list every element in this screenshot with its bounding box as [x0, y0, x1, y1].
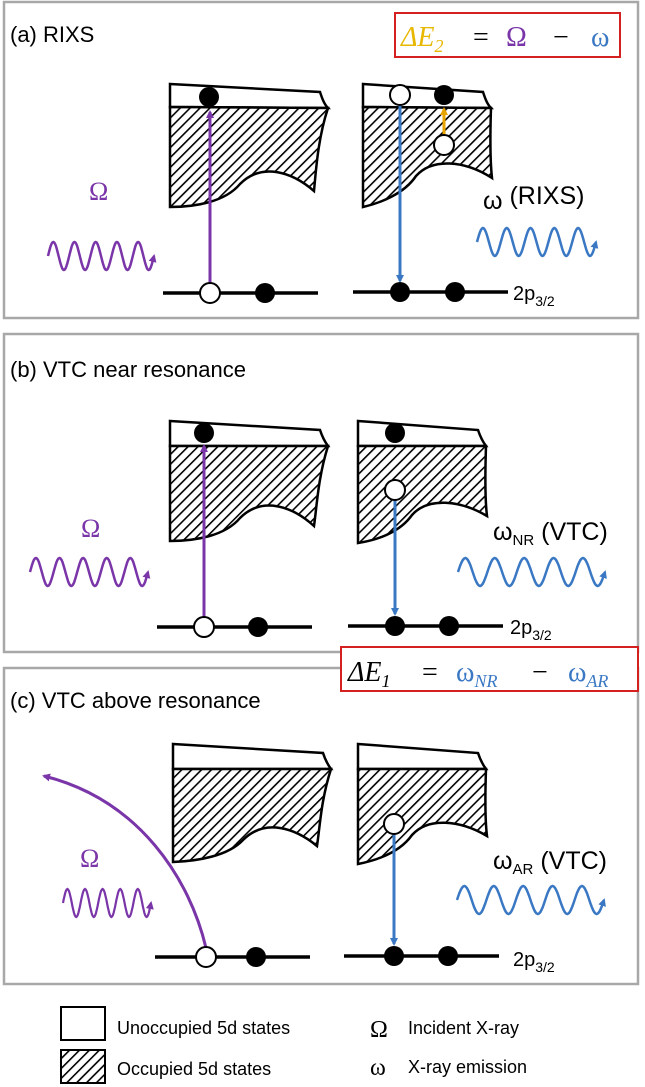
emission-label: ωAR (VTC)	[493, 847, 607, 878]
electron	[439, 616, 459, 636]
hole	[383, 813, 405, 835]
panel-frame	[2, 666, 640, 986]
electron	[390, 282, 410, 302]
emission-wave	[455, 884, 606, 916]
eq-minus: −	[553, 22, 569, 53]
band-right	[361, 82, 495, 209]
electron	[194, 423, 214, 443]
equation-delta-e1: ΔE1 = ωNR − ωAR	[340, 646, 639, 692]
incident-label: Ω	[80, 844, 99, 873]
panel-b: (b) VTC near resonance 2p3/2 Ω ωNR (VTC)	[2, 332, 640, 654]
legend-unoccupied: Unoccupied 5d states	[117, 1018, 290, 1038]
hole	[384, 479, 406, 501]
core-level-label: 2p3/2	[513, 283, 555, 309]
legend-emission: X-ray emission	[408, 1057, 527, 1077]
band-right	[356, 742, 489, 866]
incident-wave	[61, 887, 154, 919]
panel-c: (c) VTC above resonance ΔE1 = ωNR − ωAR …	[2, 646, 640, 986]
hole	[389, 84, 411, 106]
electron	[385, 423, 405, 443]
core-level-label: 2p3/2	[513, 949, 555, 975]
incident-wave	[46, 240, 157, 272]
emission-wave	[475, 226, 599, 258]
electron	[434, 85, 454, 105]
eq-delta: ΔE1	[347, 657, 391, 691]
band-left	[168, 419, 331, 543]
incident-label: Ω	[81, 514, 100, 543]
eq-omega-cap: Ω	[506, 22, 527, 53]
eq-omega-nr: ωNR	[456, 657, 497, 691]
emission-label: ω (RIXS)	[483, 182, 584, 215]
legend-incident: Incident X-ray	[408, 1018, 519, 1038]
emission-wave	[456, 556, 607, 588]
hole	[433, 134, 455, 156]
band-left	[171, 742, 334, 864]
band-left	[168, 82, 332, 209]
electron	[385, 616, 405, 636]
eq-delta: ΔE2	[400, 22, 444, 56]
electron	[255, 283, 275, 303]
eq-equals: =	[473, 22, 489, 53]
panel-label: (a) RIXS	[10, 22, 94, 47]
electron	[199, 87, 219, 107]
eq-minus: −	[532, 657, 548, 688]
hole	[195, 946, 217, 968]
unoccupied-swatch	[60, 1006, 106, 1041]
photoelectron-path	[42, 773, 208, 949]
incident-wave	[28, 556, 151, 588]
eq-equals: =	[422, 657, 438, 688]
core-level-label: 2p3/2	[510, 617, 552, 643]
band-right	[356, 419, 489, 545]
legend: Unoccupied 5d states Occupied 5d states …	[60, 1006, 527, 1084]
incident-label: Ω	[89, 177, 108, 206]
occupied-swatch	[60, 1049, 106, 1084]
legend-omega-cap: Ω	[370, 1017, 388, 1043]
legend-occupied: Occupied 5d states	[117, 1059, 271, 1079]
equation-delta-e2: ΔE2 = Ω − ω	[394, 12, 621, 58]
eq-omega: ω	[591, 22, 609, 53]
electron	[246, 947, 266, 967]
hole	[199, 282, 221, 304]
eq-omega-ar: ωAR	[568, 657, 608, 691]
panel-a: (a) RIXS ΔE2 = Ω − ω 2p3/2	[2, 0, 640, 320]
legend-omega: ω	[370, 1055, 386, 1081]
electron	[384, 946, 404, 966]
emission-label: ωNR (VTC)	[493, 518, 608, 549]
electron	[438, 946, 458, 966]
panel-label: (c) VTC above resonance	[10, 688, 261, 713]
panel-frame	[2, 0, 640, 320]
electron	[445, 282, 465, 302]
electron	[248, 617, 268, 637]
panel-label: (b) VTC near resonance	[10, 357, 246, 382]
panel-frame	[2, 332, 640, 654]
hole	[193, 616, 215, 638]
